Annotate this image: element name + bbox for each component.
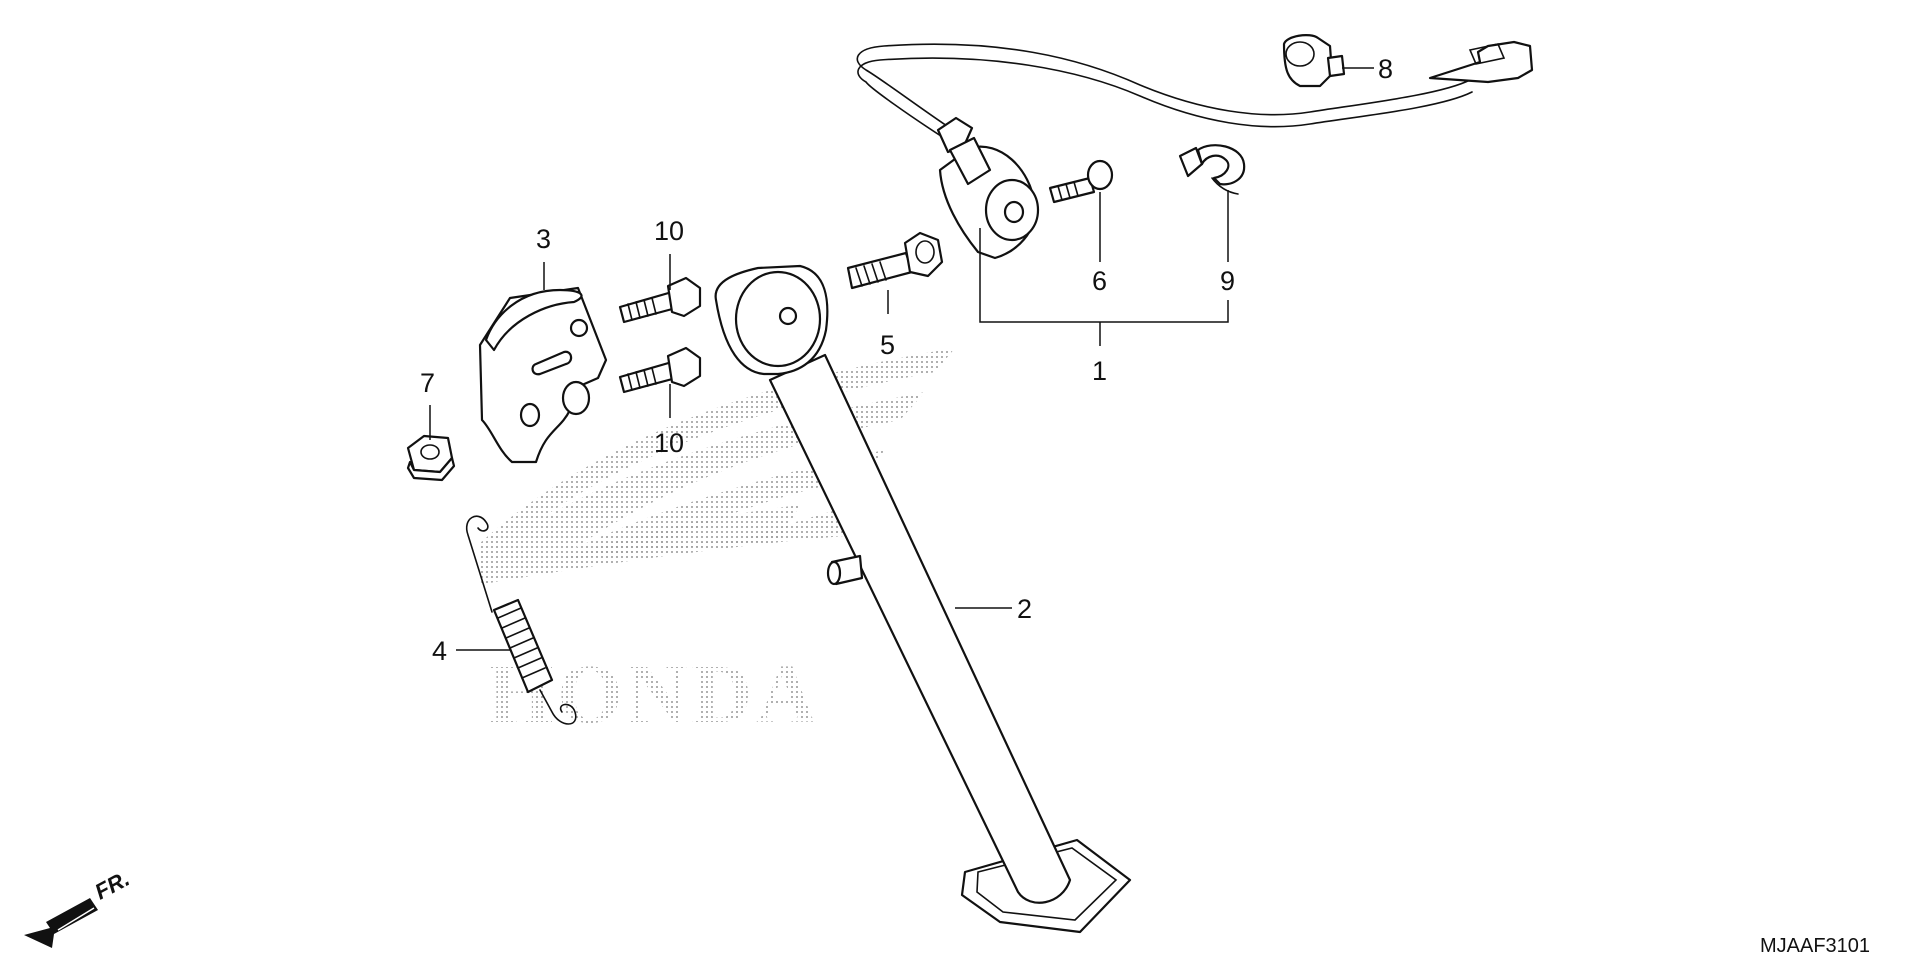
harness-clip [1178,144,1246,195]
front-arrow-icon [24,898,98,948]
callout-2: 2 [1017,594,1032,624]
switch-screw [1048,159,1114,204]
callouts: 1 2 3 4 5 6 7 8 9 10 10 [420,54,1393,666]
spring-hook-top [465,515,493,613]
callout-4: 4 [432,636,447,666]
bracket-bolt-lower [618,346,702,394]
front-direction-indicator: FR. [24,866,134,948]
clip-band [1196,144,1246,186]
pivot-bolt-hex [915,240,935,264]
switch-cable-boot [948,136,992,186]
clip-tail [1211,177,1239,195]
spring-hook-bottom [539,689,577,725]
wing-logo [478,348,955,585]
stand-pivot-boss [734,270,822,368]
connector-latch [1468,43,1506,65]
harness-cable-inner [857,57,1473,139]
bracket [478,286,608,464]
bolt-thread [627,367,657,391]
callout-1: 1 [1092,356,1107,386]
wing-logo-lower [560,505,800,560]
screw-shank [1048,176,1096,204]
stand-pivot-hole [778,306,798,326]
diagram-code: MJAAF3101 [1760,935,1870,957]
cable-band [1282,34,1346,88]
stand-spring [465,515,577,725]
band-lock [1326,54,1346,78]
spring-coil-turns [497,607,546,679]
screw-thread [1057,181,1079,201]
spring-coil [492,598,554,694]
pivot-bolt [846,231,944,290]
callout-6: 6 [1092,266,1107,296]
screw-head [1086,159,1114,191]
harness-connector [1428,40,1534,84]
flange-nut [406,434,456,482]
side-stand [714,264,1132,934]
bracket-slot [531,350,573,376]
side-stand-switch [856,40,1534,260]
nut-flange [406,456,456,482]
leader-lines [429,67,1374,651]
bracket-hole-upper [569,318,589,338]
bracket-hole-right [561,380,591,416]
band-loop [1285,41,1315,67]
pivot-bolt-head [903,231,944,278]
callout-8: 8 [1378,54,1393,84]
callout-10-lower: 10 [654,428,684,458]
leader-1-group [979,228,1229,323]
callout-9: 9 [1220,266,1235,296]
front-arrow-stripes [57,907,99,937]
switch-hole [1003,200,1025,224]
callout-3: 3 [536,224,551,254]
bracket-bolt-upper [618,276,702,324]
stand-leg [768,353,1072,904]
callout-7: 7 [420,368,435,398]
bolt-head [666,346,702,388]
bracket-hook [484,288,583,352]
band-body [1282,34,1334,88]
bolt-head [666,276,702,318]
nut-hole [420,444,440,460]
pivot-bolt-thread [855,261,887,287]
front-label: FR. [91,866,134,905]
callout-10-upper: 10 [654,216,684,246]
stand-pin-end [826,560,842,586]
bracket-hole-left [519,402,541,428]
bracket-plate [478,286,608,464]
bolt-thread [627,297,657,321]
callout-5: 5 [880,330,895,360]
harness-cable-outer [856,43,1471,129]
stand-foot-inner [976,847,1118,921]
